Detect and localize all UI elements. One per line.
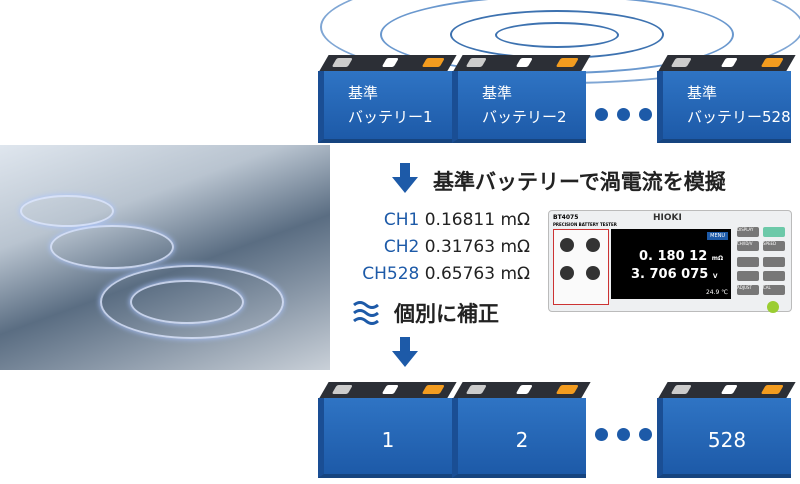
- voltage-reading: 3. 706 075 V: [631, 267, 718, 282]
- channel-value: 0.31763 mΩ: [424, 237, 530, 257]
- down-arrow-icon: [392, 163, 418, 193]
- battery-label: 基準: [348, 84, 379, 102]
- function-button[interactable]: [763, 227, 785, 237]
- battery-production-photo: [0, 145, 330, 370]
- cal-button[interactable]: CAL: [763, 285, 785, 295]
- eddy-current-ring: [130, 280, 244, 324]
- power-button[interactable]: [767, 301, 779, 313]
- menu-softkey: MENU: [707, 232, 728, 240]
- channel-label: CH2: [383, 237, 420, 257]
- channel-label: CH528: [362, 264, 420, 284]
- reference-battery-528: 基準バッテリー528: [657, 55, 796, 143]
- battery-2: 2: [452, 382, 591, 478]
- channel-value: 0.16811 mΩ: [424, 210, 530, 230]
- channel-row: CH528 0.65763 mΩ: [330, 261, 530, 288]
- up-button[interactable]: [763, 257, 785, 267]
- channel-row: CH1 0.16811 mΩ: [330, 207, 530, 234]
- ellipsis-dots: [595, 428, 652, 441]
- wave-icon: [353, 301, 379, 325]
- reference-battery-2: 基準バッテリー2: [452, 55, 591, 143]
- channel-readings: CH1 0.16811 mΩ CH2 0.31763 mΩ CH528 0.65…: [330, 207, 530, 288]
- brand-logo: HIOKI: [653, 213, 682, 223]
- display-button[interactable]: DISPLAY: [737, 227, 759, 237]
- battery-528: 528: [657, 382, 796, 478]
- reference-battery-1: 基準バッテリー1: [318, 55, 457, 143]
- ellipsis-dots: [595, 108, 652, 121]
- ch-id-v-button[interactable]: CH/ID/V: [737, 241, 759, 251]
- battery-label: 基準: [687, 84, 718, 102]
- terminal-panel: [553, 229, 609, 305]
- speed-button[interactable]: SPEED: [763, 241, 785, 251]
- eddy-current-ring: [20, 195, 114, 227]
- channel-label: CH1: [383, 210, 420, 230]
- channel-value: 0.65763 mΩ: [424, 264, 530, 284]
- battery-label: 基準: [482, 84, 513, 102]
- battery-name: バッテリー1: [348, 108, 433, 126]
- adjust-button[interactable]: ADJUST: [737, 285, 759, 295]
- up-button[interactable]: [737, 257, 759, 267]
- channel-row: CH2 0.31763 mΩ: [330, 234, 530, 261]
- eddy-current-ring: [100, 265, 284, 339]
- battery-number: 528: [657, 398, 791, 478]
- battery-number: 2: [452, 398, 586, 478]
- display-screen: MENU 0. 180 12 mΩ 3. 706 075 V 24.9 ℃: [611, 229, 731, 299]
- down-button[interactable]: [737, 271, 759, 281]
- down-arrow-icon: [392, 337, 418, 367]
- battery-name: バッテリー528: [687, 108, 791, 126]
- down-button[interactable]: [763, 271, 785, 281]
- resistance-reading: 0. 180 12 mΩ: [639, 249, 724, 264]
- eddy-current-ring: [50, 225, 174, 269]
- battery-1: 1: [318, 382, 457, 478]
- heading: 基準バッテリーで渦電流を模擬: [433, 170, 726, 194]
- battery-name: バッテリー2: [482, 108, 567, 126]
- battery-number: 1: [318, 398, 452, 478]
- temperature-reading: 24.9 ℃: [705, 289, 728, 296]
- correction-label: 個別に補正: [394, 302, 499, 326]
